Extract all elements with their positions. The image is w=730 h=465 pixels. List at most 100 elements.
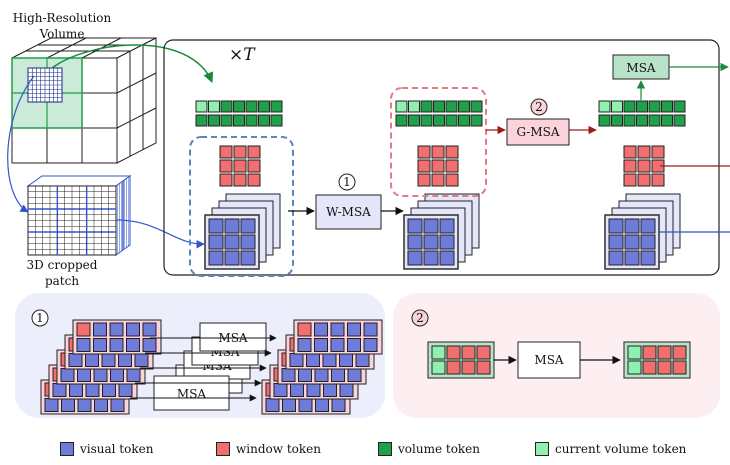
visual-token [93, 322, 107, 337]
visual-token [52, 383, 67, 397]
visual-token [624, 218, 640, 234]
window-token [461, 360, 476, 375]
legend-swatch-current [535, 442, 549, 456]
visual-token [61, 398, 75, 412]
visual-token [240, 250, 256, 266]
visual-token [110, 368, 124, 382]
visual-token [322, 353, 337, 367]
visual-token [60, 368, 75, 382]
visual-token [76, 338, 91, 352]
window-token [431, 145, 445, 159]
visual-token [339, 353, 353, 367]
volume-token [673, 100, 686, 113]
visual-token [608, 234, 624, 250]
window-token [651, 173, 665, 187]
visual-token [142, 322, 157, 337]
volume-token [220, 114, 233, 127]
volume-token [208, 114, 220, 127]
visual-token [240, 218, 256, 234]
visual-token [142, 338, 157, 352]
window-token [623, 173, 637, 187]
visual-token [314, 368, 329, 382]
visual-token [126, 338, 140, 352]
visual-token [339, 383, 354, 397]
volume-token [270, 100, 283, 113]
window-token [417, 159, 431, 173]
visual-token [224, 218, 240, 234]
visual-token [109, 322, 124, 337]
w-msa-label: W-MSA [326, 205, 371, 219]
step1-circle [338, 173, 356, 191]
visual-token [290, 383, 304, 397]
g-msa-label: G-MSA [516, 125, 559, 139]
visual-token [289, 353, 304, 367]
visual-token [347, 368, 362, 382]
legend-label-window: window token [236, 442, 321, 456]
window-token [219, 173, 233, 187]
visual-token [423, 250, 439, 266]
window-token [637, 173, 651, 187]
patch-label-line1: 3D cropped [27, 258, 98, 272]
visual-token [608, 218, 624, 234]
visual-token [439, 250, 455, 266]
volume-token [611, 114, 623, 127]
visual-token [347, 338, 361, 352]
window-token [297, 322, 312, 337]
visual-token [407, 234, 423, 250]
patch-grid [28, 177, 129, 255]
window-token [476, 345, 491, 360]
window-token [637, 159, 651, 173]
volume-token [648, 114, 661, 127]
green-curve-arrow [51, 44, 214, 83]
visual-token [608, 250, 624, 266]
visual-token [208, 234, 224, 250]
visual-token [44, 398, 59, 412]
visual-token [85, 353, 99, 367]
visual-token [323, 383, 337, 397]
current-volume-token [208, 100, 220, 113]
window-token [445, 173, 459, 187]
visual-token [306, 383, 321, 397]
tiny-patch-grid [27, 67, 63, 103]
visual-token [298, 368, 312, 382]
visual-token [93, 338, 107, 352]
visual-token [208, 218, 224, 234]
visual-token [297, 338, 312, 352]
visual-token [330, 322, 345, 337]
window-token [445, 159, 459, 173]
visual-token [102, 383, 116, 397]
volume-token [598, 114, 611, 127]
volume-token [636, 114, 648, 127]
visual-token [315, 398, 329, 412]
window-token [642, 360, 657, 375]
window-token [431, 173, 445, 187]
visual-token [624, 250, 640, 266]
visual-token [281, 368, 296, 382]
volume-token [636, 100, 648, 113]
current-volume-token [395, 100, 408, 113]
window-token [651, 145, 665, 159]
visual-token [126, 368, 141, 382]
visual-token [347, 322, 361, 337]
legend-swatch-volume [378, 442, 392, 456]
window-token [446, 345, 461, 360]
visual-token [298, 398, 313, 412]
visual-token [439, 234, 455, 250]
volume-token [233, 100, 245, 113]
current-volume-token [195, 100, 208, 113]
visual-token [306, 353, 320, 367]
window-token [247, 159, 261, 173]
visual-token [407, 250, 423, 266]
volume-token [623, 100, 636, 113]
msa-top-label: MSA [626, 61, 656, 75]
global-group-box [390, 87, 487, 197]
visual-token [423, 234, 439, 250]
volume-token [420, 114, 433, 127]
volume-token [395, 114, 408, 127]
volume-token [661, 100, 673, 113]
visual-token [640, 234, 656, 250]
panel1-circle [31, 309, 49, 327]
current-volume-token [627, 345, 642, 360]
visual-token [355, 353, 370, 367]
visual-token [407, 218, 423, 234]
